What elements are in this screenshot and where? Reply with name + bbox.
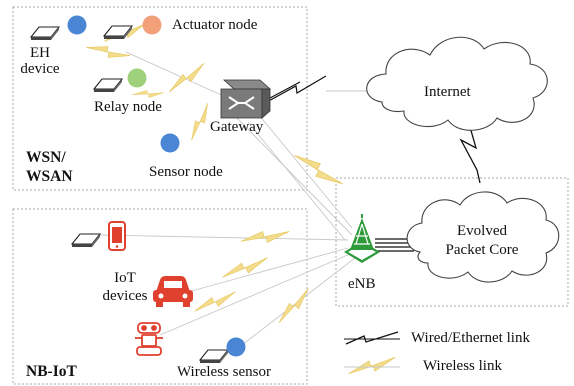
epc-label-line2: Packet Core — [445, 242, 519, 258]
smartphone-icon — [108, 221, 126, 251]
enb-tower-icon — [344, 214, 380, 263]
wired-link-internet-epc — [459, 126, 481, 184]
relay-node-icon — [127, 68, 147, 88]
wsn-title-line1: WSN/ — [26, 149, 66, 166]
wireless-sensor-node-icon — [226, 337, 246, 357]
relay-tile-icon — [93, 78, 123, 93]
robot-icon — [135, 322, 163, 356]
wsn-title-line2: WSAN — [26, 168, 73, 185]
epc-label: Evolved Packet Core — [436, 223, 528, 258]
wsn-region-box — [12, 6, 308, 191]
wsn-region-title: WSN/ WSAN — [26, 150, 73, 185]
eh-device-label-line2: device — [20, 61, 60, 77]
car-icon — [153, 276, 193, 307]
legend-wired-label: Wired/Ethernet link — [411, 330, 530, 346]
eh-device-label-line1: EH — [30, 45, 50, 61]
sensor-node-label: Sensor node — [149, 164, 223, 180]
wireless-sensor-tile-icon — [199, 349, 229, 364]
actuator-node-icon — [142, 15, 162, 35]
core-region-box — [335, 177, 569, 307]
eh-device-tile-icon — [30, 26, 60, 41]
sensor-node-icon — [160, 133, 180, 153]
eh-device-node-icon — [67, 15, 87, 35]
iot-devices-label-line1: IoT — [114, 270, 136, 286]
enb-label: eNB — [348, 276, 376, 292]
nbiot-region-box — [12, 208, 308, 385]
legend-wireless-symbol — [344, 356, 400, 376]
iot-devices-label: IoT devices — [100, 270, 150, 304]
internet-label: Internet — [424, 84, 471, 100]
nbiot-region-title: NB-IoT — [26, 363, 77, 380]
actuator-node-label: Actuator node — [172, 17, 258, 33]
wired-link-gateway-internet — [264, 75, 327, 104]
gateway-label: Gateway — [210, 119, 264, 135]
iot-tile-icon — [71, 233, 101, 248]
gateway-icon — [220, 79, 272, 119]
epc-label-line1: Evolved — [457, 223, 507, 239]
relay-node-label: Relay node — [94, 99, 162, 115]
internet-cloud — [366, 36, 548, 131]
epc-cloud — [406, 191, 560, 283]
legend-wireless-label: Wireless link — [423, 358, 502, 374]
legend-wired-symbol — [344, 331, 400, 345]
wireless-sensor-label: Wireless sensor — [177, 364, 271, 380]
iot-devices-label-line2: devices — [102, 288, 148, 304]
eh-device-label: EH device — [20, 45, 60, 77]
